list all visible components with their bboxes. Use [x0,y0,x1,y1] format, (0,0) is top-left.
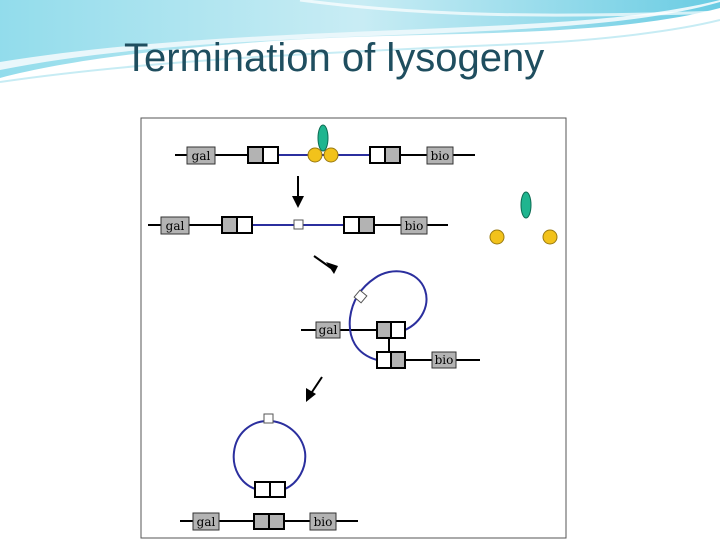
xis-protein [317,124,329,152]
gene-label-gal: gal [319,323,338,337]
gene-label-bio: bio [405,219,424,233]
att-site-attR [376,351,406,369]
att-site-attR [369,146,401,164]
stage-loop-synapsis: gal bio [301,270,480,369]
gene-box-gal [192,512,220,531]
att-site-attR [343,216,375,234]
int-protein [323,147,339,163]
stage-excision: gal bio [180,413,358,531]
xis-protein-free [520,191,532,219]
arrow-down [292,176,304,208]
stage-proteins-released: gal bio [148,191,558,245]
att-site-attL [376,321,406,339]
att-site-attB [253,513,285,530]
att-site-attP [254,481,286,498]
gene-label-gal: gal [166,219,185,233]
arrow-diagonal [313,255,338,274]
header-wave-highlight [0,0,720,70]
int-protein-free [542,229,558,245]
gene-label-bio: bio [435,353,454,367]
gene-box-gal [186,146,216,165]
header-wave-line [299,0,720,17]
phage-dna-loop [348,270,428,361]
arrow-diagonal [306,376,323,402]
gene-box-gal [315,321,341,339]
gene-box-bio [426,146,454,165]
figure-frame [140,117,567,539]
slide-title: Termination of lysogeny [124,36,545,80]
gene-label-bio: bio [431,149,450,163]
header-wave-line [0,19,720,83]
gene-label-gal: gal [197,515,216,529]
att-site-attL [247,146,279,164]
int-protein [307,147,323,163]
phage-marker [353,289,368,304]
phage-marker [263,413,274,424]
gene-label-bio: bio [314,515,333,529]
gene-box-bio [431,351,457,369]
att-site-attL [221,216,253,234]
phage-marker [293,219,304,230]
int-protein-free [489,229,505,245]
gene-box-gal [160,216,190,235]
header-wave-band [0,0,720,78]
gene-box-bio [309,512,337,531]
gene-box-bio [400,216,428,235]
stage-integrated-prophage: gal bio [175,124,475,165]
gene-label-gal: gal [192,149,211,163]
